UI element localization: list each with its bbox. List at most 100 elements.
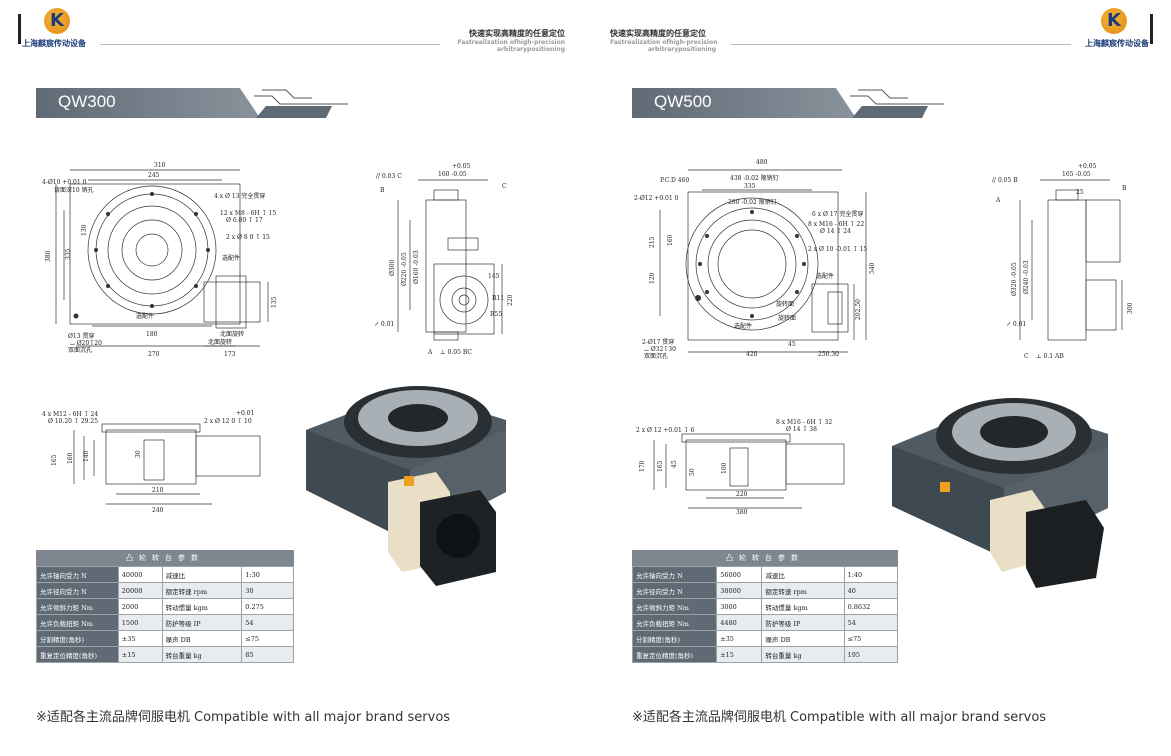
cam-table-params: 凸轮转台参数 允许轴向受力 N 40000 减速比 1:30 允许径向受力 N … (36, 550, 294, 663)
table-row: 分割精度(角秒) ±35 噪声 DB ≤75 (36, 630, 294, 647)
table-row: 允许径向受力 N 38000 额定转速 rpm 40 (631, 582, 899, 599)
note-hole-2: 背面深10 销孔 (54, 186, 94, 194)
dim-380: 380 (45, 250, 52, 262)
dim-r11: R11 (492, 295, 504, 302)
fv-m16b: Ø 14 ↧ 38 (786, 426, 817, 433)
param-value: 54 (843, 614, 899, 631)
param-label: 允许负载扭矩 Nm (36, 614, 119, 631)
note-pcd: P.C.D 460 (660, 177, 689, 184)
param-label: 转台重量 kg (161, 646, 243, 663)
dim-280: 280 -0.02 限销钉 (728, 198, 777, 206)
param-label: 允许轴向受力 N (36, 566, 119, 583)
banner-circuit-decoration (254, 89, 348, 118)
table-row: 分割精度(角秒) ±35 噪声 DB ≤75 (631, 630, 899, 647)
table-row: 允许倾斜力矩 Nm 2000 转动惯量 kgm 0.275 (36, 598, 294, 615)
note-opt: 选配件 (816, 272, 834, 280)
param-label: 分割精度(角秒) (36, 630, 119, 647)
gdt-perp: ⊥ 0.05 BC (440, 349, 472, 356)
fv-170: 170 (639, 460, 646, 472)
fv-210: 210 (152, 487, 164, 494)
datum-c: C (502, 183, 507, 190)
param-label: 减速比 (761, 566, 845, 583)
dim-180: 180 (146, 331, 158, 338)
dim-160: 160 (667, 234, 674, 246)
fv-45: 45 (671, 460, 678, 468)
fv-165: 165 (51, 454, 58, 466)
param-value: 0.8632 (843, 598, 899, 615)
note-hole: 2-Ø12 +0.01 0 (634, 195, 679, 202)
param-label: 允许径向受力 N (36, 582, 119, 599)
logo-k-icon (44, 8, 70, 34)
product-render-image (306, 386, 506, 586)
top-view-drawing: 310 245 380 335 130 180 270 173 135 4-Ø1… (42, 162, 278, 358)
dim-480: 480 (756, 159, 768, 166)
dim-tol-top: +0.05 (1078, 163, 1097, 170)
fv-m12: 4 x M12 - 6H ↧ 24 (42, 411, 98, 418)
fv-pin: 2 x Ø 12 0 ↧ 10 (204, 418, 252, 425)
param-label: 转台重量 kg (761, 646, 845, 663)
note-nxa: 北面旋转 (220, 330, 244, 338)
dim-270: 270 (148, 351, 160, 358)
brand-logo: 上海麒宸传动设备 (1059, 8, 1149, 48)
dim-310: 310 (154, 162, 166, 169)
table-row: 允许轴向受力 N 40000 减速比 1:30 (36, 566, 294, 583)
param-value: 20000 (117, 582, 163, 599)
side-view-drawing: +0.05 165 -0.05 // 0.05 B A B 25 ↗ 0.01 … (992, 163, 1134, 360)
param-value: ≤75 (241, 630, 294, 647)
header-rule (100, 44, 440, 45)
table-row: 允许径向受力 N 20000 额定转速 rpm 30 (36, 582, 294, 599)
param-value: 40000 (117, 566, 163, 583)
note-thru2: Ø13 贯穿 (68, 332, 94, 340)
dim-h220: 220 (507, 294, 514, 306)
fv-240: 240 (152, 507, 164, 514)
param-label: 允许倾斜力矩 Nm (631, 598, 718, 615)
param-label: 噪声 DB (761, 630, 845, 647)
compat-note: ※适配各主流品牌伺服电机 Compatible with all major b… (36, 710, 451, 725)
dim-215: 215 (649, 236, 656, 248)
note-opt2: 选配件 (136, 312, 154, 320)
note-thru: 6 x Ø 17 完全贯穿 (812, 210, 863, 218)
fv-220: 220 (736, 491, 748, 498)
dim-145: 145 (488, 273, 500, 280)
tagline-en-1: Fastrealization ofhigh-precision (610, 39, 718, 46)
company-name: 上海麒宸传动设备 (22, 39, 86, 48)
fv-m12b: Ø 10.20 ↧ 29.25 (48, 418, 98, 425)
fv-m16: 8 x M16 - 6H ↧ 32 (776, 419, 832, 426)
note-m16b: Ø 14 ↧ 24 (820, 228, 851, 235)
tagline: 快速实现高精度的任意定位 Fastrealization ofhigh-prec… (610, 28, 780, 53)
param-value: 56000 (716, 566, 763, 583)
param-value: ≤75 (843, 630, 899, 647)
param-value: 40 (843, 582, 899, 599)
dim-245: 245 (148, 172, 160, 179)
fv-pin: 2 x Ø 12 +0.01 ↧ 6 (636, 427, 695, 434)
dim-420: 420 (746, 351, 758, 358)
banner-circuit-decoration (850, 89, 944, 118)
param-label: 额定转速 rpm (761, 582, 845, 599)
param-label: 减速比 (161, 566, 243, 583)
header-rule (731, 44, 1071, 45)
param-value: 4480 (716, 614, 763, 631)
param-value: 1:30 (241, 566, 294, 583)
param-value: 1:40 (843, 566, 899, 583)
front-view-drawing: 4 x M12 - 6H ↧ 24 Ø 10.20 ↧ 29.25 +0.01 … (42, 410, 261, 514)
banner-bar (36, 88, 260, 118)
tagline-cn: 快速实现高精度的任意定位 (469, 29, 565, 38)
param-value: ±35 (117, 630, 163, 647)
model-title: QW500 (654, 92, 712, 111)
side-view-drawing: +0.05 160 -0.05 // 0.03 C B C ↗ 0.01 A ⊥… (374, 163, 514, 356)
note-cbore: ⌴ Ø20↧20 (70, 340, 102, 347)
param-value: 38000 (716, 582, 763, 599)
fv-140: 140 (83, 450, 90, 462)
dim-tol-d: 165 -0.05 (1062, 171, 1091, 178)
logo-k-icon (1101, 8, 1127, 34)
param-label: 噪声 DB (161, 630, 243, 647)
catalog-page-qw500: 上海麒宸传动设备 快速实现高精度的任意定位 Fastrealization of… (586, 0, 1171, 756)
logo-divider (18, 14, 21, 44)
datum-b: B (1122, 185, 1127, 192)
note-m8: 12 x M8 - 6H ↧ 15 (220, 210, 276, 217)
dim-173: 173 (224, 351, 236, 358)
note-opt: 选配件 (222, 254, 240, 262)
param-value: 30 (241, 582, 294, 599)
table-row: 允许负载扭矩 Nm 1500 防护等级 IP 54 (36, 614, 294, 631)
params-title: 凸轮转台参数 (36, 550, 294, 566)
